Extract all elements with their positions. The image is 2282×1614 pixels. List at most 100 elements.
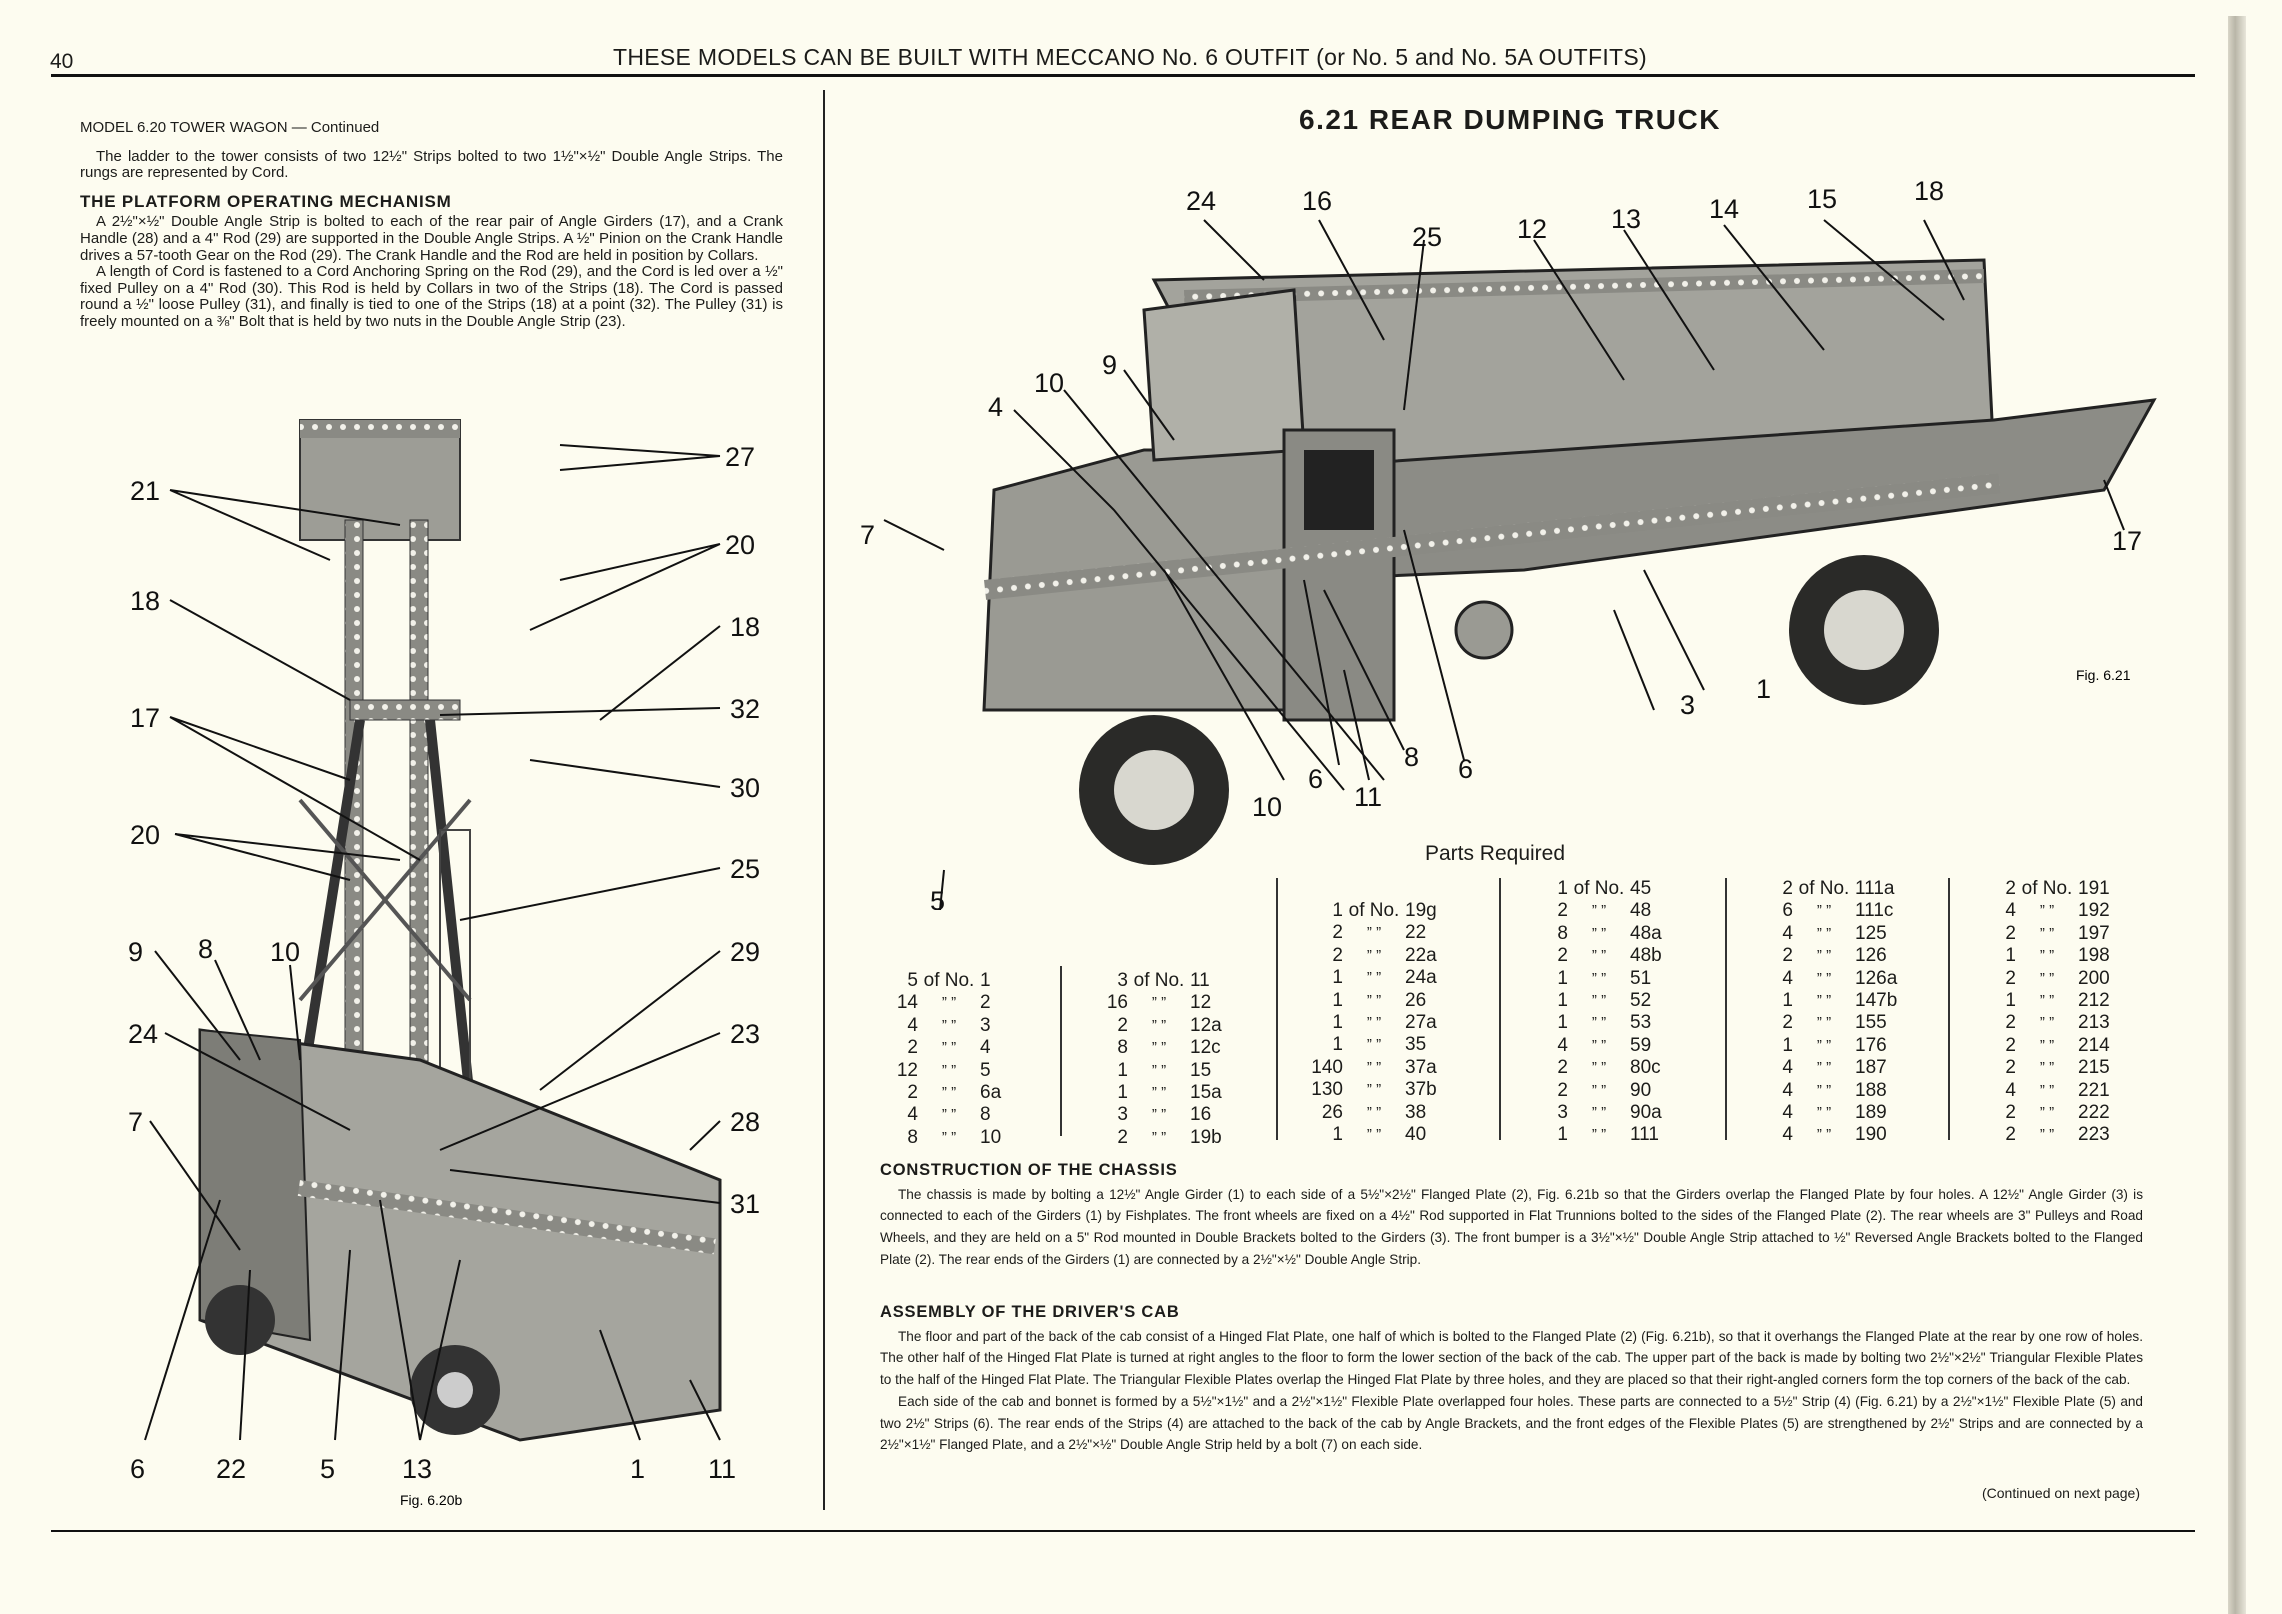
callout-18: 18 bbox=[730, 612, 760, 642]
model-title: 6.21 REAR DUMPING TRUCK bbox=[1299, 104, 1721, 135]
parts-row: 1” ”53 bbox=[1530, 1012, 1690, 1034]
part-number: 221 bbox=[2078, 1079, 2110, 1101]
part-of-no: ” ” bbox=[1151, 1084, 1167, 1102]
part-number: 176 bbox=[1855, 1034, 1887, 1056]
part-of-no: of No. bbox=[2021, 878, 2073, 899]
part-of-no: ” ” bbox=[1591, 924, 1607, 942]
part-number: 90a bbox=[1630, 1102, 1662, 1124]
part-quantity: 2 bbox=[2005, 1124, 2016, 1146]
part-quantity: 3 bbox=[1117, 970, 1128, 991]
part-number: 126a bbox=[1855, 967, 1898, 989]
part-of-no: of No. bbox=[1798, 878, 1850, 899]
part-number: 2 bbox=[980, 992, 991, 1014]
parts-divider bbox=[1499, 878, 1501, 1140]
part-number: 147b bbox=[1855, 990, 1898, 1012]
parts-row: 130” ”37b bbox=[1305, 1079, 1465, 1101]
part-quantity: 2 bbox=[907, 1037, 918, 1059]
callout-10: 10 bbox=[1252, 792, 1282, 822]
callout-17: 17 bbox=[2112, 526, 2142, 556]
part-number: 37a bbox=[1405, 1056, 1437, 1078]
part-number: 26 bbox=[1405, 989, 1427, 1011]
part-of-no: of No. bbox=[1348, 900, 1400, 921]
part-quantity: 4 bbox=[907, 1104, 918, 1126]
part-of-no: ” ” bbox=[941, 1039, 957, 1057]
part-quantity: 2 bbox=[1117, 1126, 1128, 1148]
callout-5: 5 bbox=[930, 886, 945, 910]
part-of-no: ” ” bbox=[1591, 1036, 1607, 1054]
callout-20: 20 bbox=[130, 820, 160, 850]
parts-row: 1” ”111 bbox=[1530, 1124, 1690, 1146]
part-number: 15a bbox=[1190, 1082, 1222, 1104]
part-number: 192 bbox=[2078, 900, 2110, 922]
part-number: 90 bbox=[1630, 1079, 1652, 1101]
part-of-no: ” ” bbox=[1366, 946, 1382, 964]
callout-5: 5 bbox=[320, 1454, 335, 1484]
parts-row: 2” ”6a bbox=[880, 1082, 1040, 1104]
part-of-no: ” ” bbox=[1366, 1014, 1382, 1032]
part-of-no: ” ” bbox=[941, 1061, 957, 1079]
part-of-no: ” ” bbox=[2039, 1059, 2055, 1077]
intro-paragraph: The ladder to the tower consists of two … bbox=[80, 147, 783, 182]
callout-32: 32 bbox=[730, 694, 760, 724]
part-quantity: 1 bbox=[1332, 1012, 1343, 1034]
cab-paragraph-2: Each side of the cab and bonnet is forme… bbox=[880, 1393, 2143, 1453]
part-of-no: ” ” bbox=[1591, 1126, 1607, 1144]
part-of-no: ” ” bbox=[1816, 1126, 1832, 1144]
part-quantity: 2 bbox=[1782, 878, 1793, 899]
part-of-no: ” ” bbox=[1366, 1081, 1382, 1099]
part-quantity: 2 bbox=[2005, 878, 2016, 899]
part-number: 187 bbox=[1855, 1057, 1887, 1079]
parts-row: 2” ”126 bbox=[1755, 945, 1915, 967]
part-of-no: ” ” bbox=[2039, 947, 2055, 965]
model-heading: MODEL 6.20 TOWER WAGON — Continued bbox=[80, 119, 380, 136]
parts-row: 2” ”22 bbox=[1305, 922, 1465, 944]
part-number: 35 bbox=[1405, 1034, 1427, 1056]
callout-10: 10 bbox=[270, 937, 300, 967]
figure-caption-6-20b: Fig. 6.20b bbox=[400, 1492, 462, 1508]
part-quantity: 1 bbox=[1332, 1124, 1343, 1146]
part-quantity: 8 bbox=[1117, 1037, 1128, 1059]
part-quantity: 8 bbox=[907, 1126, 918, 1148]
part-quantity: 2 bbox=[1557, 945, 1568, 967]
part-number: 125 bbox=[1855, 922, 1887, 944]
part-quantity: 5 bbox=[907, 970, 918, 991]
part-of-no: ” ” bbox=[1151, 1016, 1167, 1034]
part-of-no: ” ” bbox=[1816, 924, 1832, 942]
callout-9: 9 bbox=[1102, 350, 1117, 380]
parts-row: 4” ”125 bbox=[1755, 923, 1915, 945]
callout-11: 11 bbox=[1354, 782, 1382, 812]
chassis-section: CONSTRUCTION OF THE CHASSIS The chassis … bbox=[880, 1160, 2143, 1271]
parts-row: 4” ”189 bbox=[1755, 1102, 1915, 1124]
part-quantity: 4 bbox=[2005, 1079, 2016, 1101]
part-number: 214 bbox=[2078, 1034, 2110, 1056]
callout-27: 27 bbox=[725, 442, 755, 472]
parts-row: 140” ”37a bbox=[1305, 1057, 1465, 1079]
callout-28: 28 bbox=[730, 1107, 760, 1137]
callout-1: 1 bbox=[630, 1454, 645, 1484]
parts-row: 2” ”48b bbox=[1530, 945, 1690, 967]
part-number: 223 bbox=[2078, 1124, 2110, 1146]
callout-20: 20 bbox=[725, 530, 755, 560]
wagon-body bbox=[198, 1028, 722, 1442]
callout-14: 14 bbox=[1709, 194, 1739, 224]
part-quantity: 2 bbox=[2005, 1012, 2016, 1034]
part-quantity: 2 bbox=[1557, 1057, 1568, 1079]
part-of-no: ” ” bbox=[1591, 1104, 1607, 1122]
parts-row: 1” ”176 bbox=[1755, 1035, 1915, 1057]
part-quantity: 1 bbox=[1782, 1034, 1793, 1056]
running-title: THESE MODELS CAN BE BUILT WITH MECCANO N… bbox=[613, 44, 1647, 70]
part-of-no: ” ” bbox=[1151, 1039, 1167, 1057]
part-of-no: ” ” bbox=[2039, 1036, 2055, 1054]
part-of-no: ” ” bbox=[2039, 1014, 2055, 1032]
callout-11: 11 bbox=[708, 1454, 736, 1484]
part-number: 19g bbox=[1405, 900, 1437, 921]
part-number: 24a bbox=[1405, 967, 1437, 989]
part-number: 198 bbox=[2078, 945, 2110, 967]
callout-18: 18 bbox=[1914, 176, 1944, 206]
part-of-no: ” ” bbox=[941, 1084, 957, 1102]
